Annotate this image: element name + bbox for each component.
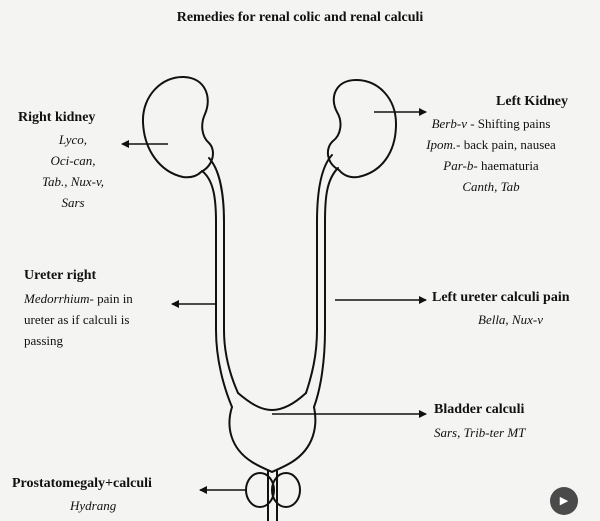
diagram-title: Remedies for renal colic and renal calcu… [176, 10, 424, 25]
bladder-heading: Bladder calculi [434, 402, 525, 417]
left-kidney-note-1: - Shifting pains [466, 116, 551, 131]
ureter-right-label: Ureter right Medorrhium- pain in ureter … [24, 266, 174, 350]
left-kidney-label: Left Kidney Berb-v - Shifting pains Ipom… [396, 92, 586, 196]
right-kidney-remedy-3: Tab., Nux-v, [41, 174, 105, 189]
left-kidney-remedy-4: Canth, Tab [462, 179, 520, 194]
ureter-right-heading: Ureter right [24, 268, 97, 283]
media-play-icon[interactable]: ▶ [550, 487, 578, 515]
bladder-shape [228, 406, 317, 473]
left-kidney-remedy-1: Berb-v [431, 116, 467, 131]
ureter-right-note-3: passing [24, 333, 63, 348]
left-kidney-line-2: Ipom.- back pain, nausea [396, 135, 586, 154]
left-kidney-line-4: Canth, Tab [396, 177, 586, 196]
bladder-inner [237, 392, 307, 411]
left-kidney-shape [326, 79, 397, 179]
left-kidney-note-3: - haematuria [473, 158, 539, 173]
left-kidney-heading: Left Kidney [496, 94, 568, 109]
left-kidney-note-2: - back pain, nausea [456, 137, 556, 152]
left-kidney-remedy-2: Ipom. [426, 137, 457, 152]
ureter-right-note-1: - pain in [89, 291, 133, 306]
left-ureter-inner [305, 154, 333, 394]
ureter-right-note-2: ureter as if calculi is [24, 312, 130, 327]
right-kidney-remedy-2: Oci-can, [50, 153, 96, 168]
right-ureter-outer [201, 170, 233, 408]
left-kidney-line-3: Par-b- haematuria [396, 156, 586, 175]
bladder-label: Bladder calculi Sars, Trib-ter MT [434, 400, 584, 442]
right-kidney-label: Right kidney Lyco, Oci-can, Tab., Nux-v,… [18, 108, 128, 212]
left-kidney-remedy-3: Par-b [443, 158, 474, 173]
right-ureter-inner [208, 157, 239, 394]
left-ureter-remedies: Bella, Nux-v [478, 312, 543, 327]
prostate-heading: Prostatomegaly+calculi [12, 476, 152, 491]
prostate-right-lobe [271, 472, 301, 508]
left-ureter-outer [313, 167, 339, 408]
right-kidney-remedy-4: Sars [61, 195, 85, 210]
left-ureter-label: Left ureter calculi pain Bella, Nux-v [432, 288, 600, 329]
prostate-remedy: Hydrang [70, 498, 117, 513]
ureter-right-line-1: Medorrhium- pain in [24, 289, 174, 308]
ureter-right-remedy: Medorrhium [24, 291, 90, 306]
bladder-remedies: Sars, Trib-ter MT [434, 425, 526, 440]
left-ureter-heading: Left ureter calculi pain [432, 290, 570, 305]
left-kidney-line-1: Berb-v - Shifting pains [396, 114, 586, 133]
urethra [267, 470, 278, 521]
right-kidney-remedy-1: Lyco, [58, 132, 88, 147]
right-kidney-heading: Right kidney [18, 110, 96, 125]
prostate-left-lobe [245, 472, 275, 508]
right-kidney-shape [141, 75, 214, 179]
prostate-label: Prostatomegaly+calculi Hydrang [12, 474, 202, 515]
